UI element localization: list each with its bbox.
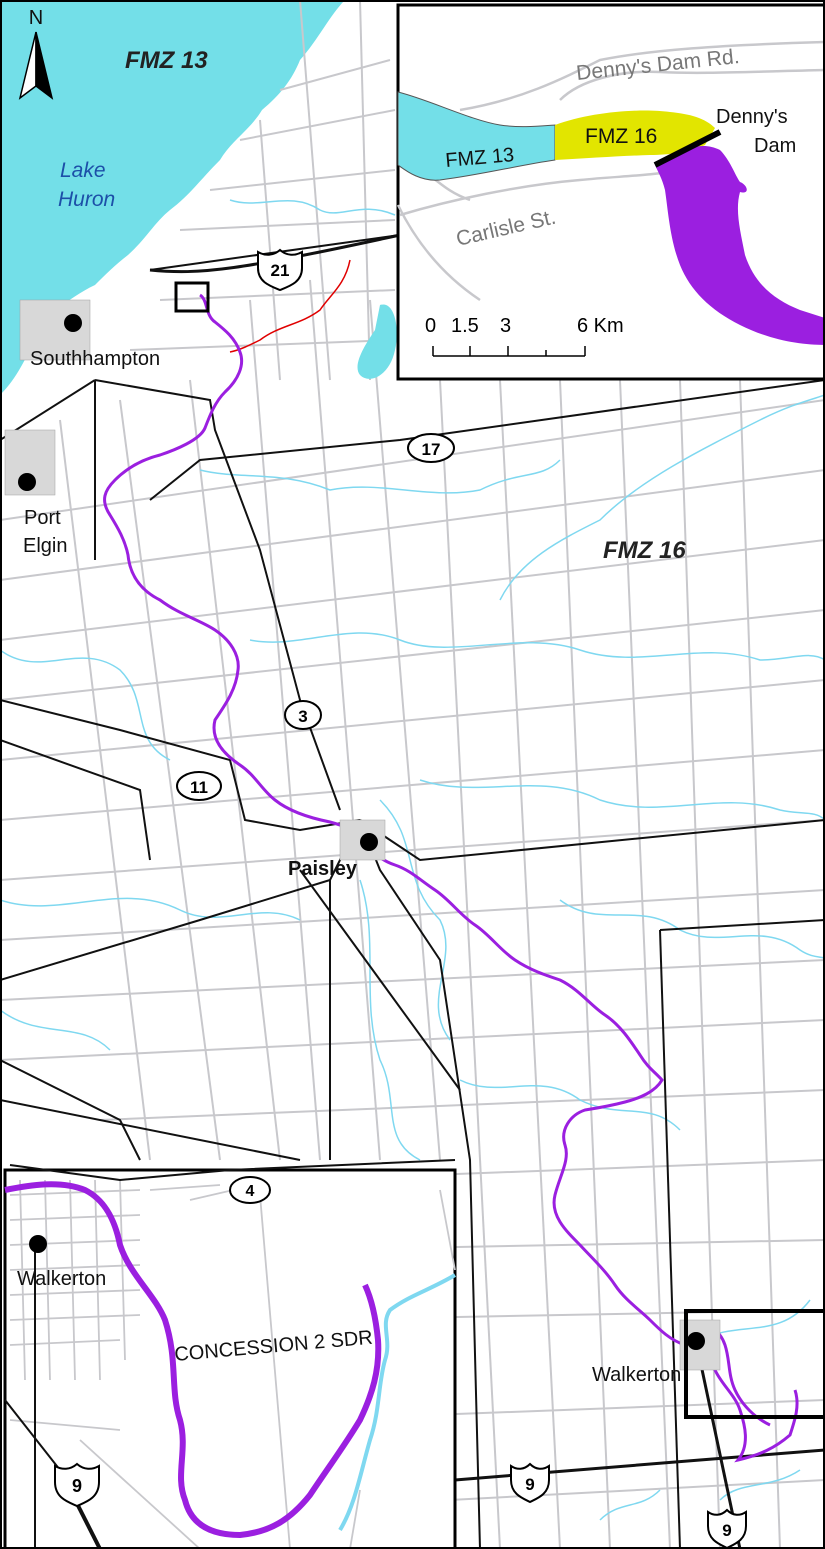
lake-label-line1: Lake <box>60 159 106 182</box>
svg-text:3: 3 <box>298 707 307 726</box>
svg-text:11: 11 <box>190 778 208 797</box>
highway-shield-17: 17 <box>407 433 455 463</box>
highway-shield-9-inset: 9 <box>54 1462 100 1508</box>
svg-text:9: 9 <box>722 1521 731 1540</box>
svg-text:17: 17 <box>422 440 441 459</box>
town-label-paisley: Paisley <box>288 858 358 880</box>
town-label-southhampton: Southhampton <box>30 348 160 370</box>
inset-bottom: Walkerton CONCESSION 2 SDR 4 9 <box>3 1159 457 1549</box>
town-label-port: Port <box>24 507 61 529</box>
boundary-line <box>229 259 351 353</box>
svg-text:N: N <box>29 7 43 29</box>
town-dots <box>18 314 705 1350</box>
inset-top: Denny's Dam Rd. Carlisle St. FMZ 13 FMZ … <box>396 3 825 381</box>
inset-bottom-locator <box>684 1309 825 1419</box>
svg-text:3: 3 <box>500 315 511 337</box>
highway-shield-4: 4 <box>229 1176 271 1204</box>
inset-zone-16: FMZ 16 <box>585 125 657 148</box>
town-label-elgin: Elgin <box>23 535 67 557</box>
zone-fmz16-label: FMZ 16 <box>603 537 686 564</box>
svg-text:1.5: 1.5 <box>451 315 479 337</box>
town-label-walkerton: Walkerton <box>592 1364 681 1386</box>
svg-text:21: 21 <box>271 261 290 280</box>
inset-dam-label-2: Dam <box>754 135 796 157</box>
highway-shield-11: 11 <box>176 771 222 801</box>
highway-shield-9-south: 9 <box>707 1508 747 1549</box>
inset-top-locator <box>174 281 210 313</box>
inset-dam-label-1: Denny's <box>716 106 788 128</box>
highway-shield-21: 21 <box>257 248 303 292</box>
zone-fmz13-label: FMZ 13 <box>125 47 208 74</box>
highway-21-road <box>149 233 401 274</box>
highway-shield-9-main: 9 <box>510 1462 550 1504</box>
north-arrow: N <box>18 7 54 100</box>
lake-label-line2: Huron <box>58 188 115 211</box>
small-lake <box>357 304 397 379</box>
svg-text:0: 0 <box>425 315 436 337</box>
streams <box>0 199 825 1521</box>
svg-text:4: 4 <box>246 1183 255 1200</box>
svg-text:9: 9 <box>525 1475 534 1494</box>
scale-bar: 0 1.5 3 6 Km <box>425 315 624 357</box>
lake-huron-shape <box>0 0 345 395</box>
saugeen-river <box>103 293 799 1463</box>
inset-bottom-town-label: Walkerton <box>17 1268 106 1290</box>
svg-text:9: 9 <box>72 1476 82 1496</box>
highway-shield-3: 3 <box>284 700 322 730</box>
svg-text:6 Km: 6 Km <box>577 315 624 337</box>
